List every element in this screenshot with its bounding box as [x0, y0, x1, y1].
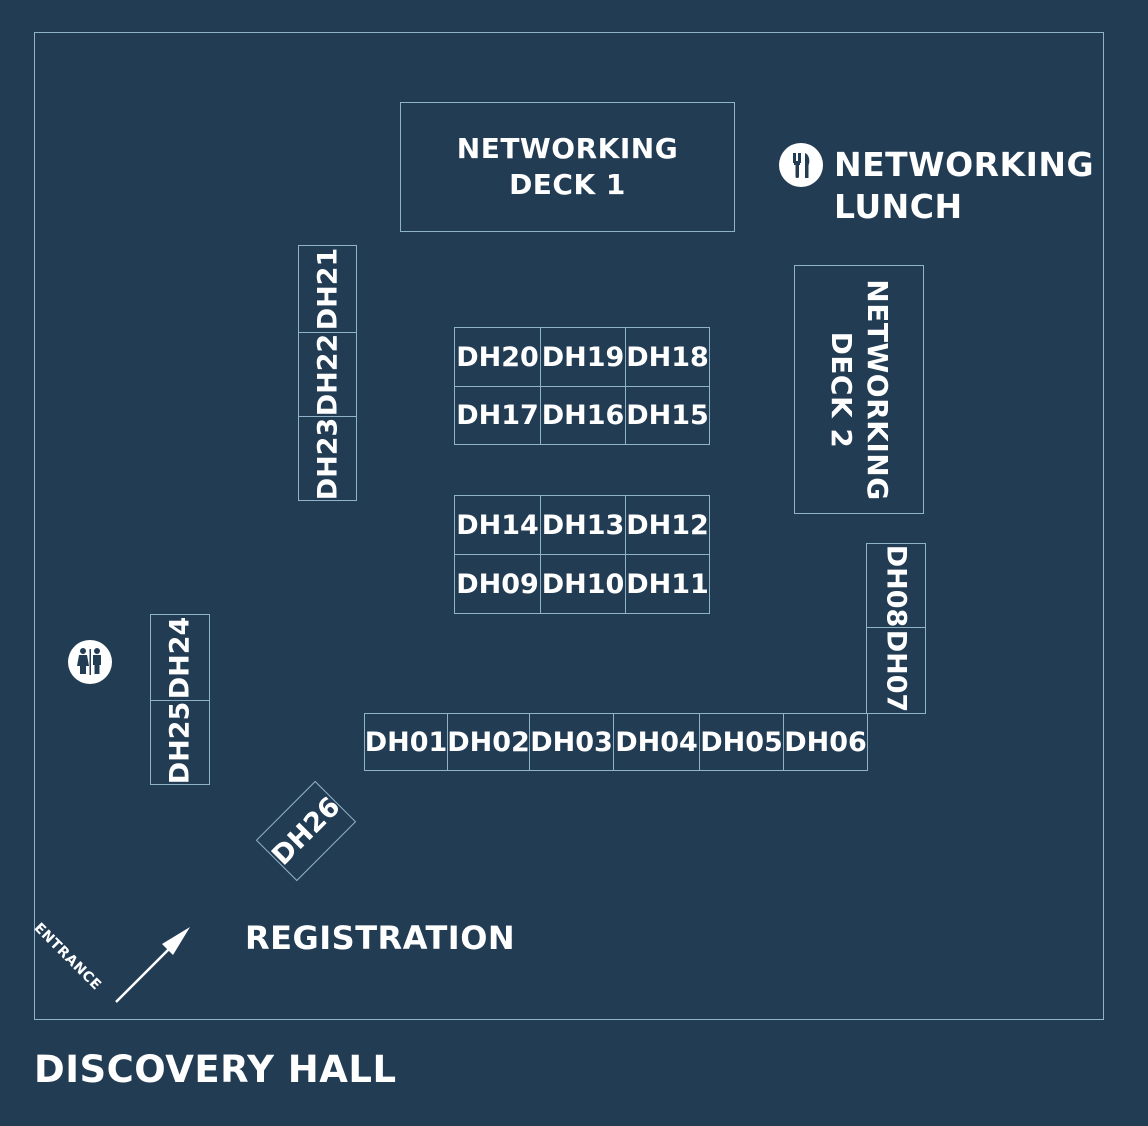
fork-knife-icon — [779, 143, 823, 187]
booth-dh23[interactable]: DH23 — [298, 416, 357, 501]
booth-dh03[interactable]: DH03 — [529, 713, 614, 771]
booth-dh09[interactable]: DH09 — [454, 554, 541, 614]
booth-dh18[interactable]: DH18 — [625, 327, 710, 387]
booth-dh07-label: DH07 — [880, 629, 912, 712]
booth-dh08[interactable]: DH08 — [866, 543, 926, 628]
deck-2-line2: DECK 2 — [825, 331, 858, 448]
booth-dh11[interactable]: DH11 — [625, 554, 710, 614]
networking-lunch-label: NETWORKING LUNCH — [834, 144, 1094, 228]
booth-dh01[interactable]: DH01 — [364, 713, 448, 771]
booth-dh22[interactable]: DH22 — [298, 332, 357, 417]
booth-dh17[interactable]: DH17 — [454, 386, 541, 445]
deck-1-line1: NETWORKING — [456, 132, 679, 165]
booth-dh21-label: DH21 — [312, 247, 343, 331]
hall-outline — [34, 32, 1104, 1020]
deck-2-label: NETWORKING DECK 2 — [823, 260, 895, 520]
networking-deck-2[interactable]: NETWORKING DECK 2 — [794, 265, 924, 514]
booth-dh21[interactable]: DH21 — [298, 245, 357, 333]
booth-dh12[interactable]: DH12 — [625, 495, 710, 555]
booth-dh23-label: DH23 — [312, 417, 343, 500]
booth-dh13[interactable]: DH13 — [540, 495, 626, 555]
registration-label: REGISTRATION — [245, 919, 516, 957]
booth-dh10[interactable]: DH10 — [540, 554, 626, 614]
booth-dh04[interactable]: DH04 — [613, 713, 700, 771]
deck-2-line1: NETWORKING — [861, 278, 894, 501]
booth-dh02[interactable]: DH02 — [447, 713, 530, 771]
booth-dh08-label: DH08 — [880, 544, 912, 627]
booth-dh06[interactable]: DH06 — [783, 713, 868, 771]
booth-dh25-label: DH25 — [164, 701, 196, 784]
lunch-line2: LUNCH — [834, 187, 963, 226]
booth-dh14[interactable]: DH14 — [454, 495, 541, 555]
booth-dh19[interactable]: DH19 — [540, 327, 626, 387]
restroom-icon — [68, 640, 112, 684]
booth-dh05[interactable]: DH05 — [699, 713, 784, 771]
networking-deck-1[interactable]: NETWORKING DECK 1 — [400, 102, 735, 232]
entrance-arrow-icon — [115, 927, 190, 1003]
booth-dh22-label: DH22 — [312, 333, 343, 416]
booth-dh15[interactable]: DH15 — [625, 386, 710, 445]
booth-dh24[interactable]: DH24 — [150, 614, 210, 701]
booth-dh16[interactable]: DH16 — [540, 386, 626, 445]
booth-dh20[interactable]: DH20 — [454, 327, 541, 387]
booth-dh24-label: DH24 — [164, 616, 196, 699]
booth-dh25[interactable]: DH25 — [150, 700, 210, 785]
lunch-line1: NETWORKING — [834, 145, 1095, 184]
deck-1-line2: DECK 1 — [509, 168, 626, 201]
hall-title: DISCOVERY HALL — [34, 1048, 397, 1091]
booth-dh07[interactable]: DH07 — [866, 627, 926, 714]
